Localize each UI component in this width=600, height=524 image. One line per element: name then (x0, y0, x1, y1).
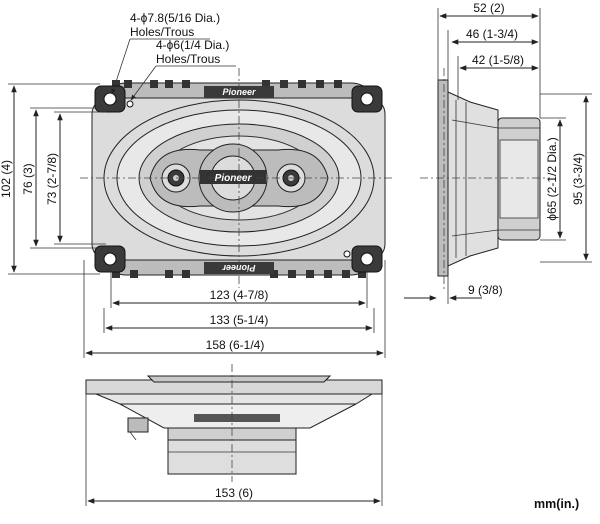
mounting-hole-icon (360, 252, 374, 266)
dim-depth-total: 52 (2) (473, 1, 504, 15)
mounting-hole-icon (360, 92, 374, 106)
front-view: Pioneer Pioneer Pioneer 4-ϕ7.8(5/16 Dia.… (0, 11, 392, 358)
side-view: 52 (2) 46 (1-3/4) 42 (1-5/8) ϕ65 (2-1/2 … (404, 1, 592, 304)
dim-flange: 9 (3/8) (468, 283, 503, 297)
units-label: mm(in.) (534, 497, 579, 511)
dim-side-height: 95 (3-3/4) (571, 153, 585, 205)
hole-note-b-sub: Holes/Trous (156, 52, 220, 66)
dim-depth-inner: 42 (1-5/8) (472, 53, 524, 67)
dim-width-inner: 123 (4-7/8) (210, 288, 269, 302)
mounting-hole-icon (103, 92, 117, 106)
dim-width-mid: 133 (5-1/4) (210, 313, 269, 327)
terminal-icon (127, 417, 149, 433)
hole-note-b: 4-ϕ6(1/4 Dia.) (156, 38, 229, 52)
dim-height-outer: 102 (4) (0, 160, 13, 198)
brand-label-bottom: Pioneer (222, 263, 256, 273)
dim-depth-mid: 46 (1-3/4) (466, 27, 518, 41)
dim-height-mid: 76 (3) (21, 163, 35, 194)
dim-bottom-width: 153 (6) (215, 486, 253, 500)
dim-magnet-diameter: ϕ65 (2-1/2 Dia.) (545, 137, 559, 220)
mounting-hole-icon (103, 252, 117, 266)
brand-label-center: Pioneer (215, 173, 253, 184)
side-basket (447, 91, 499, 267)
bottom-view: 153 (6) (85, 364, 383, 506)
brand-label-top: Pioneer (222, 87, 256, 97)
hole-note-a: 4-ϕ7.8(5/16 Dia.) (130, 11, 220, 25)
hole-note-a-sub: Holes/Trous (130, 25, 194, 39)
dim-width-outer: 158 (6-1/4) (206, 338, 265, 352)
dim-height-inner: 73 (2-7/8) (45, 153, 59, 205)
